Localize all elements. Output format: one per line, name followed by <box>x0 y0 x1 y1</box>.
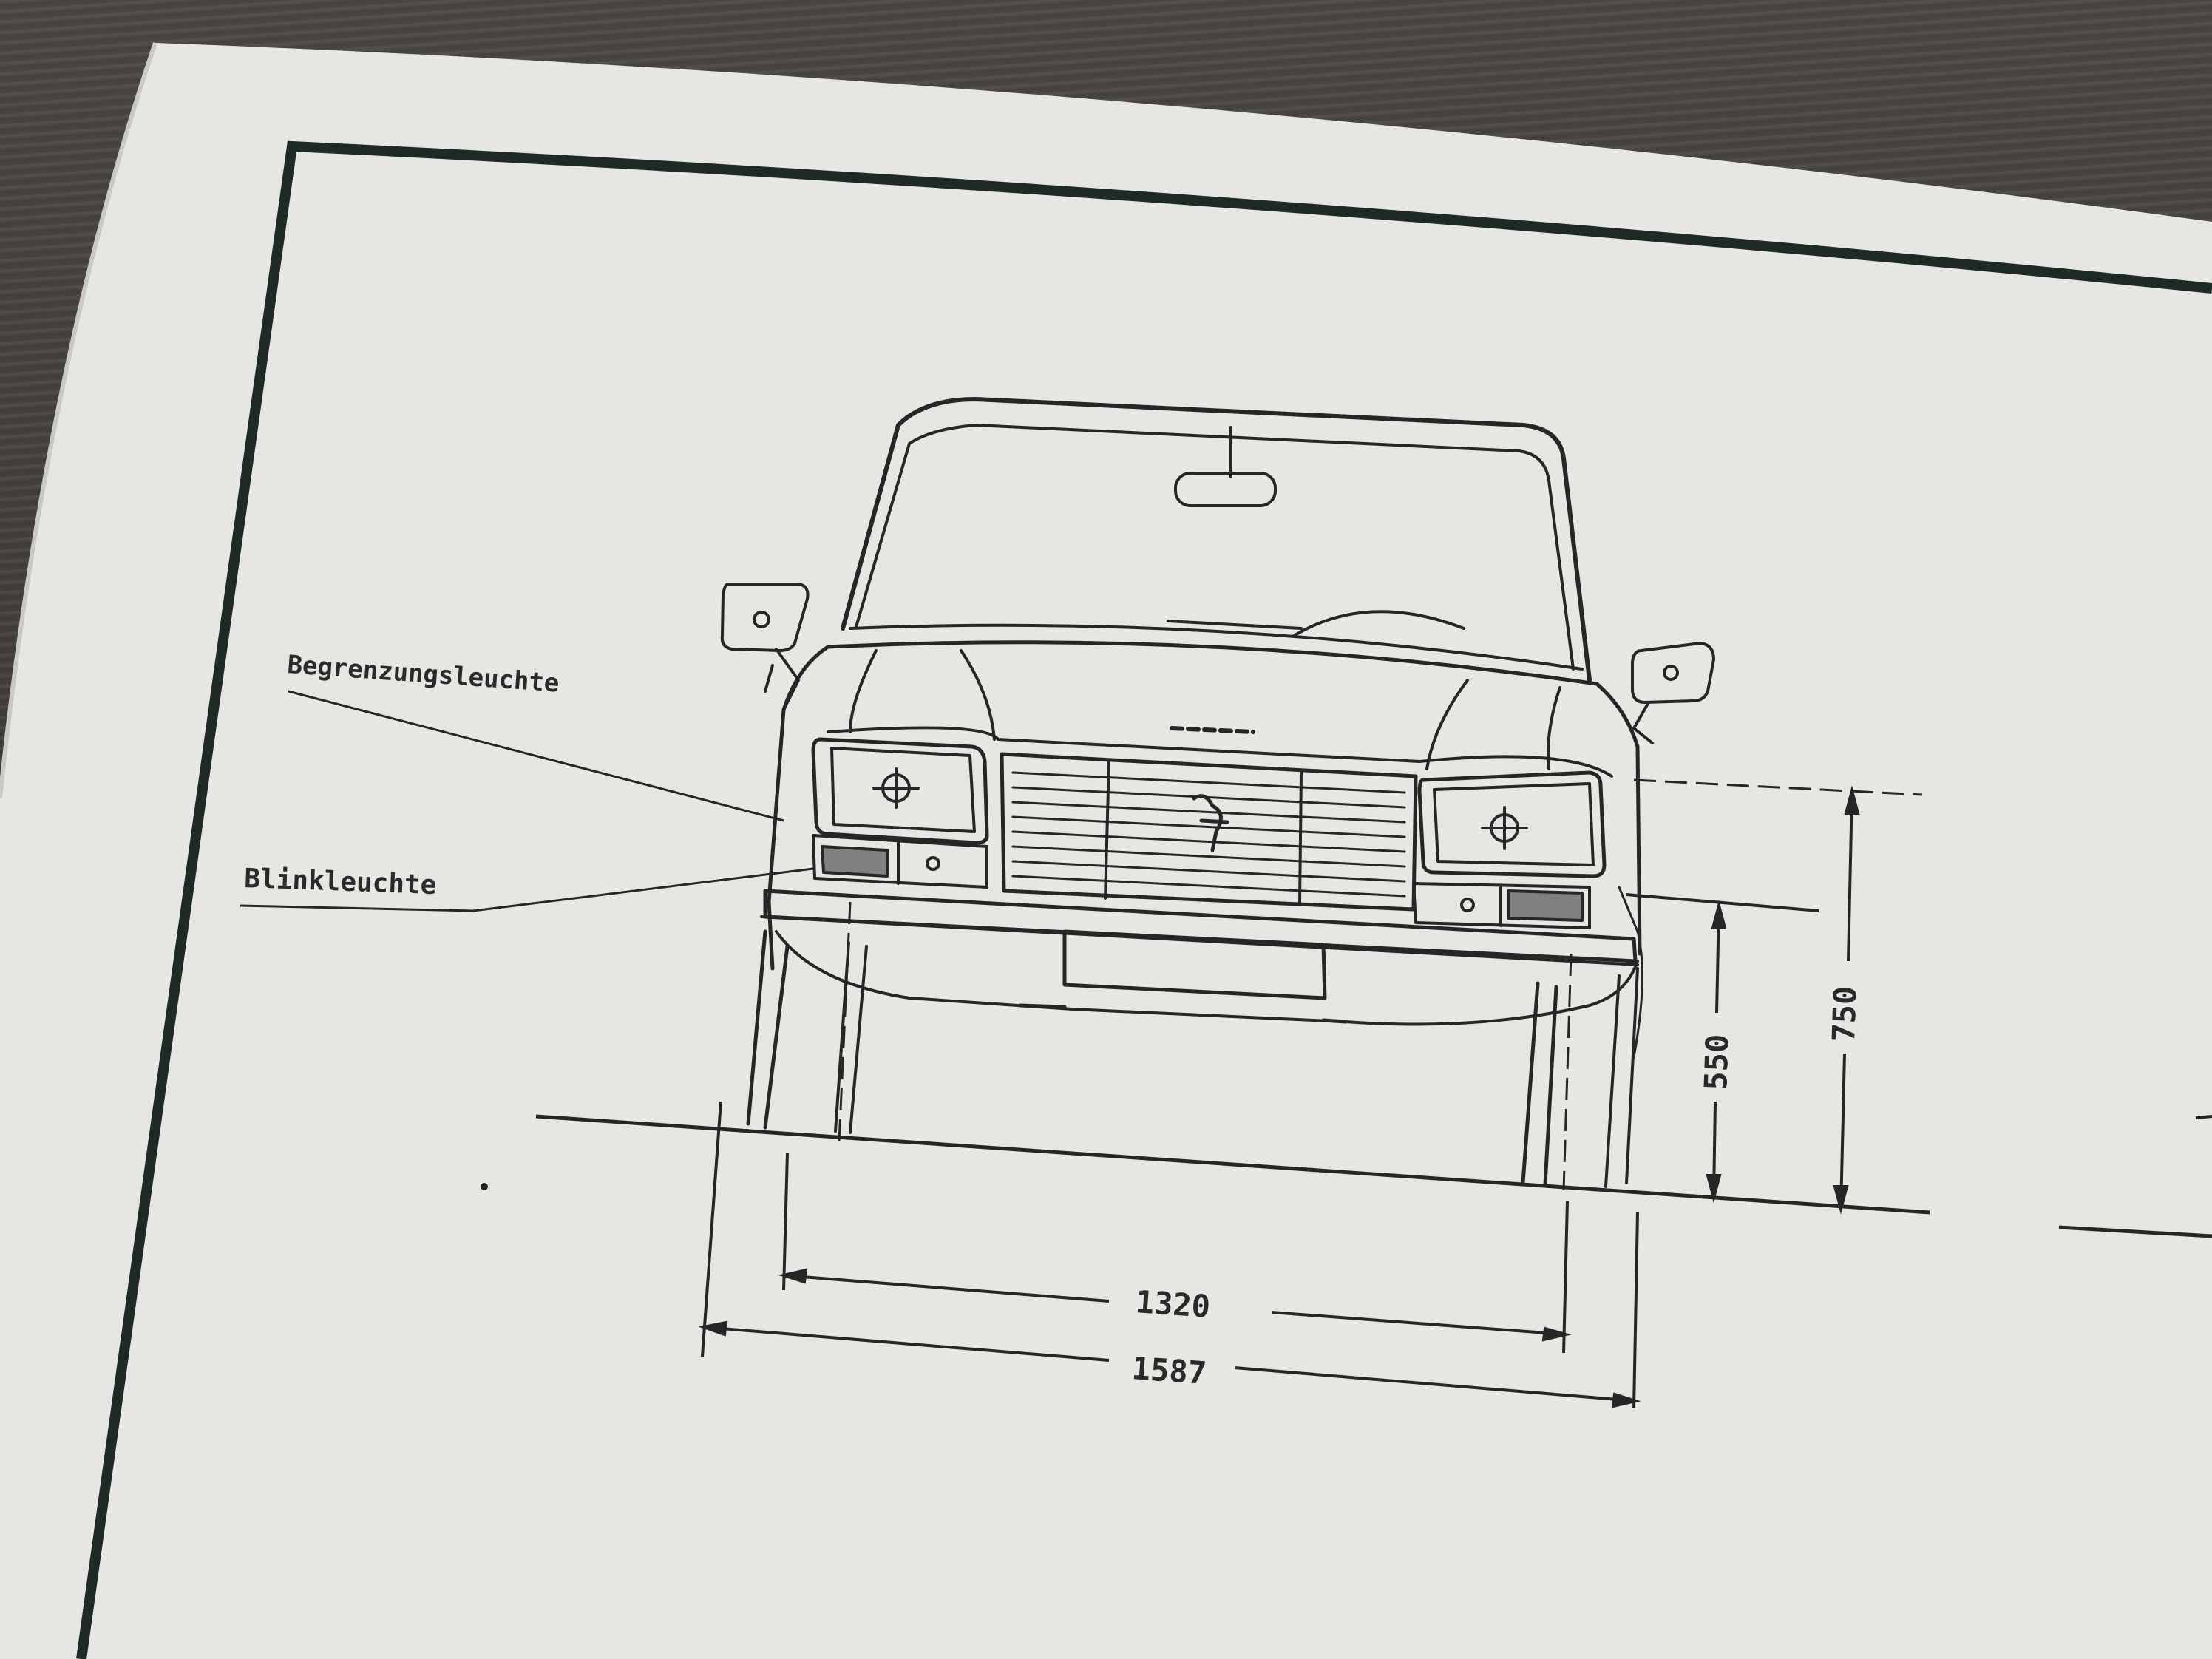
stray-ink-dot <box>481 1183 488 1190</box>
paper-shadow-edge <box>0 42 157 799</box>
dimension-label-turn-signal-height: 550 <box>1697 1034 1736 1091</box>
dimension-label-parking-light-height: 750 <box>1825 985 1864 1043</box>
construction-lines <box>838 778 1923 1191</box>
right-edge-tick <box>2195 1115 2212 1119</box>
drawing-frame-border <box>76 140 2212 1659</box>
car-front-view-drawing <box>720 397 1715 1188</box>
dimension-turn-signal-height <box>1626 893 1819 1204</box>
dimension-label-overall-width: 1587 <box>1130 1350 1207 1391</box>
callout-label-turn-signal: Blinkleuchte <box>244 864 437 900</box>
ground-line <box>535 1114 1930 1215</box>
ground-line-right-fragment <box>2058 1225 2212 1238</box>
dimension-track-width <box>778 1153 1572 1354</box>
dimension-overall-width <box>698 1101 1641 1409</box>
dimension-parking-light-height <box>1833 785 1860 1215</box>
callout-leaders <box>240 690 814 912</box>
dimension-label-track-width: 1320 <box>1134 1283 1211 1325</box>
